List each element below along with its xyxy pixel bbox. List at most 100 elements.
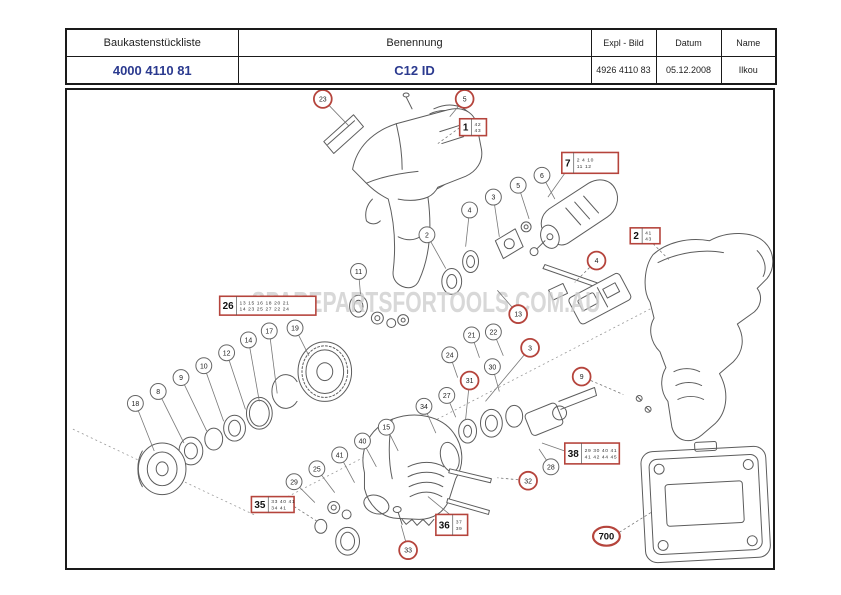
callout-number: 18 [132, 401, 140, 408]
callout-number: 11 [355, 269, 362, 276]
callout-number: 6 [540, 173, 544, 180]
callout-circle [172, 369, 190, 387]
callout-11: 11 [350, 263, 367, 280]
ref-box-subnumbers: 43 [475, 128, 482, 134]
screws-drawing [635, 394, 652, 413]
callout-14: 14 [240, 331, 257, 349]
screw-top-drawing [402, 92, 413, 110]
callout-circle [533, 166, 551, 184]
callout-number: 15 [382, 425, 390, 432]
callout-number: 3 [491, 195, 495, 202]
callout-number: 17 [265, 329, 273, 336]
leader-line [226, 352, 246, 410]
ref-box-border [563, 442, 621, 465]
leader-line [619, 512, 652, 533]
ref-box-number: 2 [633, 231, 639, 242]
callout-circle [586, 250, 607, 271]
callout-circle [354, 432, 371, 450]
callout-circle [308, 460, 326, 478]
callout-circle [542, 458, 560, 476]
leader-line [248, 339, 260, 402]
callout-circle [195, 357, 213, 375]
callout-circle [260, 322, 278, 340]
ref-box-border [218, 295, 317, 316]
callout-circle [240, 331, 257, 349]
callout-number: 32 [524, 478, 532, 485]
callout-32: 32 [518, 470, 538, 491]
callout-circle [398, 540, 418, 560]
ref-box-subnumbers: 2 4 10 [577, 158, 594, 164]
ref-box-border [250, 495, 295, 514]
col-label-baukastenstueckliste: Baukastenstückliste [65, 28, 239, 57]
callout-number: 2 [425, 232, 429, 239]
badge-ellipse [591, 525, 621, 547]
callout-5: 5 [454, 90, 475, 109]
callout-circle [438, 387, 456, 404]
leader-line [135, 403, 155, 452]
small-parts-drawing [314, 501, 361, 556]
ref-box-border [629, 227, 661, 245]
callout-number: 24 [446, 352, 454, 359]
gearbox-parts-drawing [137, 294, 410, 496]
part-list-number: 4000 4110 81 [65, 56, 239, 85]
callout-number: 28 [547, 464, 555, 471]
callout-circle [484, 188, 502, 206]
callout-number: 33 [404, 548, 412, 555]
callout-circle [331, 446, 349, 464]
callout-12: 12 [218, 344, 236, 362]
callout-23: 23 [312, 90, 333, 109]
callout-circle [463, 326, 480, 344]
ref-box-number: 36 [439, 520, 451, 531]
callout-21: 21 [463, 326, 480, 344]
badge-700: 700 [591, 525, 621, 547]
ref-box-border [561, 151, 620, 175]
callout-number: 34 [420, 404, 428, 411]
callout-31: 31 [459, 370, 480, 391]
callout-40: 40 [354, 432, 371, 450]
callout-number: 13 [514, 312, 522, 319]
callout-18: 18 [126, 394, 144, 412]
callout-number: 8 [156, 389, 160, 396]
ref-box-number: 7 [565, 158, 571, 169]
callout-4: 4 [461, 201, 479, 219]
callout-number: 41 [336, 453, 344, 460]
callout-number: 23 [319, 97, 327, 104]
callout-circle [312, 90, 333, 109]
callout-number: 9 [179, 375, 183, 382]
leader-line [652, 243, 671, 261]
callout-5: 5 [509, 176, 527, 194]
tool-body-drawing [352, 108, 483, 289]
callout-circle [518, 470, 538, 491]
callout-9: 9 [172, 369, 190, 387]
callout-30: 30 [483, 358, 501, 376]
header-value-row: 4000 4110 81 C12 ID 4926 4110 83 05.12.2… [65, 56, 777, 85]
callout-circle [509, 176, 527, 194]
callout-number: 40 [359, 439, 367, 446]
exploded-view-svg: SPAREPARTSFORTOOLS.COM.AU 23541333193233… [72, 90, 773, 564]
housing-half-drawing [644, 233, 773, 442]
washer-stack-drawing [441, 221, 532, 295]
callout-number: 10 [200, 363, 208, 370]
model-name: C12 ID [237, 56, 592, 85]
pin-rods-drawing [446, 468, 492, 515]
ref-box-subnumbers: 29 30 40 41 [585, 448, 618, 454]
callout-6: 6 [533, 166, 551, 184]
screw-bottom-drawing [392, 506, 403, 525]
callout-circle [218, 344, 236, 362]
name-value: Ilkou [720, 56, 777, 85]
leader-line [547, 173, 566, 198]
ref-box-subnumbers: 43 [645, 237, 652, 243]
badge-label: 700 [599, 530, 615, 541]
callout-8: 8 [149, 383, 167, 400]
callout-circle [484, 323, 502, 341]
leader-line [541, 442, 565, 452]
callout-number: 29 [290, 479, 298, 486]
callout-4: 4 [586, 250, 607, 271]
col-label-name: Name [720, 28, 777, 57]
leader-line [180, 377, 208, 432]
callout-3: 3 [520, 338, 540, 358]
callout-circle [350, 263, 367, 280]
callout-17: 17 [260, 322, 278, 340]
motor-drawing [529, 179, 618, 257]
